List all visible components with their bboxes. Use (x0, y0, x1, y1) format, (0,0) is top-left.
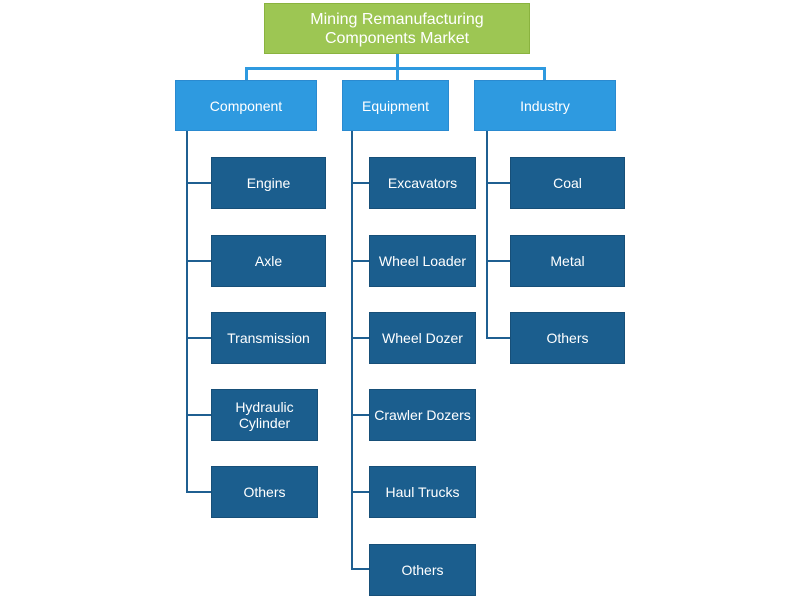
leaf-label: Transmission (227, 330, 310, 346)
leaf-label: Wheel Dozer (382, 330, 463, 346)
leaf-label: Engine (246, 175, 291, 191)
leaf-label: Metal (550, 253, 585, 269)
leaf-component-others: Others (211, 466, 318, 518)
category-component: Component (175, 80, 317, 131)
leaf-component-axle: Axle (211, 235, 326, 287)
equipment-branch-connector (351, 182, 369, 184)
leaf-label: Excavators (387, 175, 458, 191)
component-branch-connector (186, 414, 211, 416)
industry-branch-connector (486, 337, 510, 339)
equipment-branch-connector (351, 260, 369, 262)
component-drop-connector (245, 67, 248, 80)
equipment-branch-connector (351, 414, 369, 416)
leaf-label: Others (546, 330, 589, 346)
component-branch-connector (186, 491, 211, 493)
leaf-equipment-wheel-loader: Wheel Loader (369, 235, 476, 287)
component-spine-connector (186, 131, 188, 493)
root-horizontal-connector (245, 67, 546, 70)
leaf-industry-coal: Coal (510, 157, 625, 209)
leaf-label: Others (401, 562, 444, 578)
leaf-industry-others: Others (510, 312, 625, 364)
leaf-equipment-others: Others (369, 544, 476, 596)
root-stem-connector (396, 54, 399, 69)
leaf-component-hydraulic-cylinder: Hydraulic Cylinder (211, 389, 318, 441)
root-node: Mining Remanufacturing Components Market (264, 3, 530, 54)
leaf-label: Haul Trucks (385, 484, 460, 500)
category-component-label: Component (209, 97, 283, 114)
leaf-label: Wheel Loader (378, 253, 467, 269)
leaf-label: Hydraulic Cylinder (235, 399, 294, 431)
equipment-branch-connector (351, 568, 369, 570)
equipment-branch-connector (351, 337, 369, 339)
leaf-component-engine: Engine (211, 157, 326, 209)
leaf-label: Coal (553, 175, 582, 191)
component-branch-connector (186, 182, 211, 184)
industry-spine-connector (486, 131, 488, 339)
leaf-industry-metal: Metal (510, 235, 625, 287)
industry-branch-connector (486, 260, 510, 262)
category-equipment-label: Equipment (362, 97, 429, 114)
equipment-drop-connector (396, 67, 399, 80)
equipment-spine-connector (351, 131, 353, 570)
category-industry: Industry (474, 80, 616, 131)
category-industry-label: Industry (520, 97, 570, 114)
leaf-component-transmission: Transmission (211, 312, 326, 364)
leaf-equipment-crawler-dozers: Crawler Dozers (369, 389, 476, 441)
category-equipment: Equipment (342, 80, 449, 131)
industry-branch-connector (486, 182, 510, 184)
leaf-label: Axle (254, 253, 283, 269)
leaf-label: Crawler Dozers (374, 407, 471, 423)
leaf-label: Others (243, 484, 286, 500)
component-branch-connector (186, 260, 211, 262)
leaf-equipment-excavators: Excavators (369, 157, 476, 209)
component-branch-connector (186, 337, 211, 339)
leaf-equipment-wheel-dozer: Wheel Dozer (369, 312, 476, 364)
equipment-branch-connector (351, 491, 369, 493)
root-node-label: Mining Remanufacturing Components Market (310, 10, 484, 47)
leaf-equipment-haul-trucks: Haul Trucks (369, 466, 476, 518)
industry-drop-connector (543, 67, 546, 80)
